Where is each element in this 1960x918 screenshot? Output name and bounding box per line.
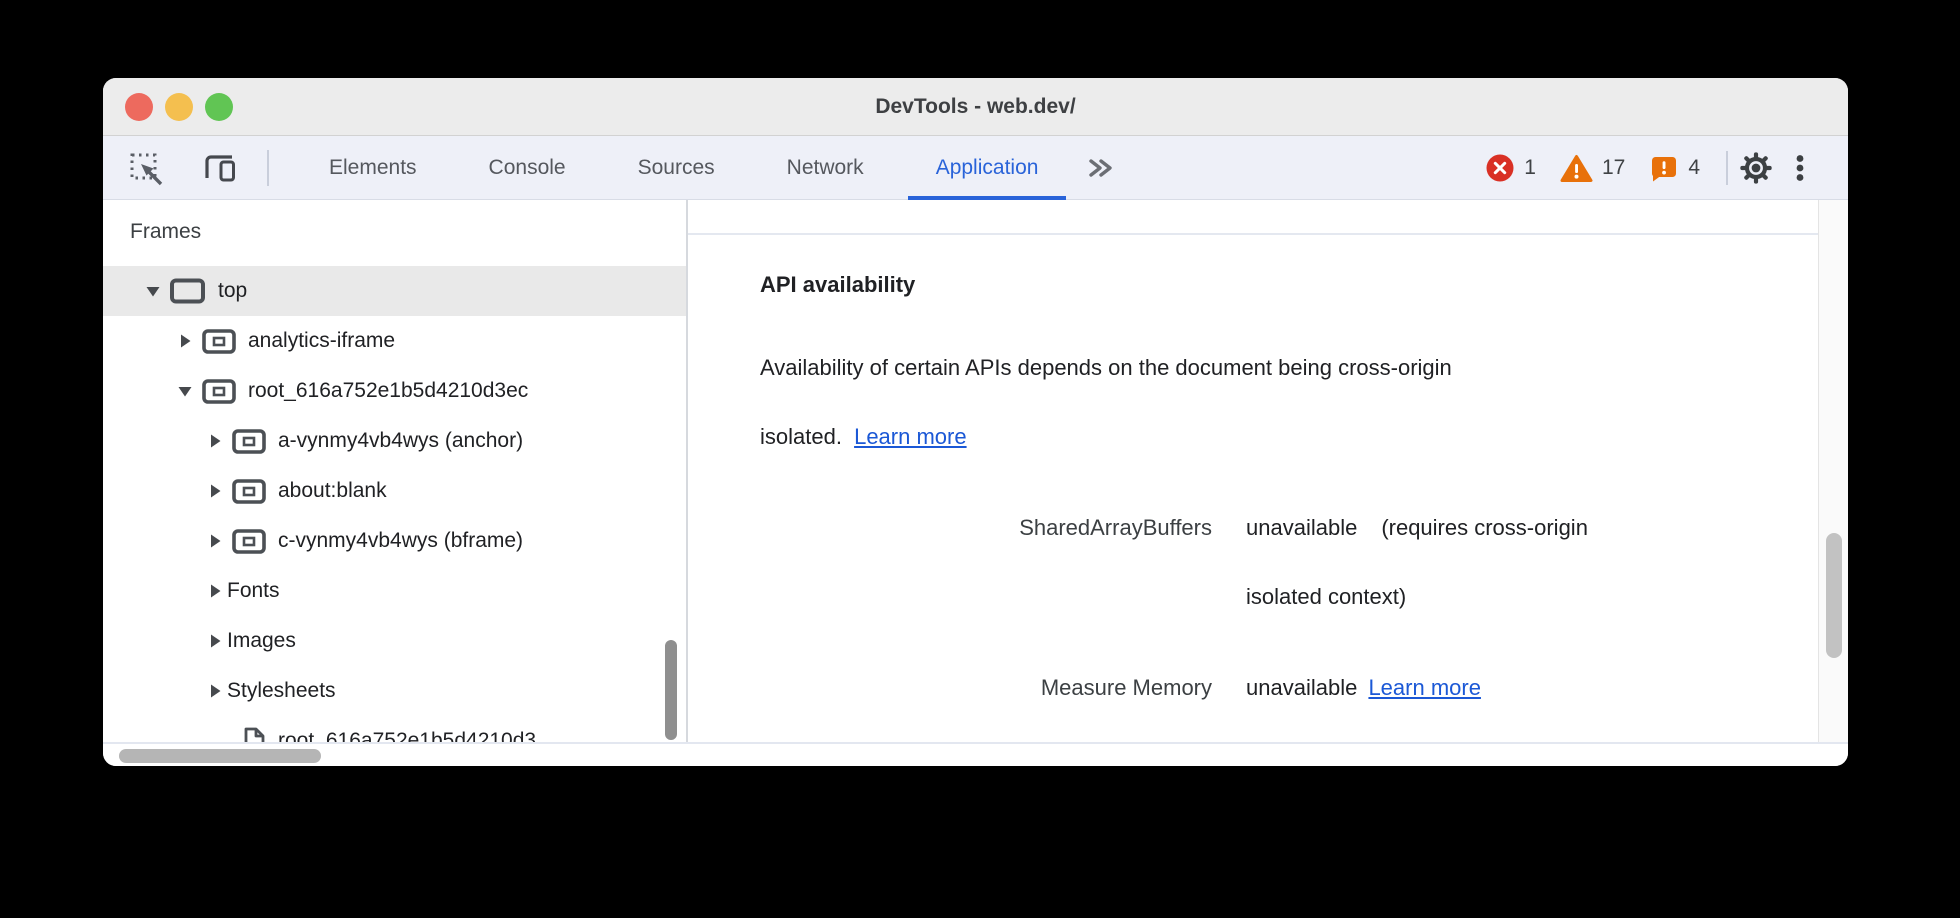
- triangle-right-icon[interactable]: [205, 681, 225, 701]
- api-row-status-wrap: isolated context): [1246, 584, 1407, 609]
- triangle-right-icon[interactable]: [205, 481, 225, 501]
- tree-item-images[interactable]: Images: [103, 616, 686, 666]
- toolbar-divider: [267, 150, 269, 186]
- warning-count[interactable]: 17: [1601, 156, 1626, 179]
- iframe-icon: [232, 478, 266, 504]
- status-badges: 1 17 4: [1485, 136, 1822, 200]
- learn-more-link[interactable]: Learn more: [854, 424, 967, 449]
- error-count[interactable]: 1: [1524, 156, 1536, 179]
- traffic-lights: [125, 93, 233, 121]
- tree-item-analytics-iframe[interactable]: analytics-iframe: [103, 316, 686, 366]
- settings-button[interactable]: [1734, 146, 1778, 190]
- frames-section-header[interactable]: Frames: [130, 220, 202, 243]
- triangle-right-icon[interactable]: [175, 331, 195, 351]
- description-line-2: isolated. Learn more: [760, 424, 967, 449]
- bottom-bar: [103, 742, 1848, 766]
- triangle-right-icon[interactable]: [205, 431, 225, 451]
- error-badge-icon[interactable]: [1485, 153, 1515, 183]
- tree-item-about-blank[interactable]: about:blank: [103, 466, 686, 516]
- warning-badge-icon[interactable]: [1560, 154, 1593, 183]
- tab-console[interactable]: Console: [488, 156, 566, 179]
- iframe-icon: [232, 428, 266, 454]
- main-scrollbar-track[interactable]: [1818, 200, 1848, 742]
- tree-item-stylesheets[interactable]: Stylesheets: [103, 666, 686, 716]
- frames-sidebar: Frames top analytics-iframe root_616a752…: [103, 200, 686, 742]
- iframe-icon: [202, 378, 236, 404]
- device-toolbar-button[interactable]: [199, 148, 239, 188]
- device-toolbar-icon: [205, 155, 235, 182]
- minimize-button[interactable]: [165, 93, 193, 121]
- api-row-name: Measure Memory: [1040, 675, 1212, 700]
- gear-icon: [1740, 152, 1772, 184]
- tab-elements[interactable]: Elements: [329, 156, 417, 179]
- main-scrollbar-thumb[interactable]: [1826, 533, 1842, 658]
- triangle-right-icon[interactable]: [205, 531, 225, 551]
- chevron-double-right-icon: [1089, 159, 1113, 177]
- title-bar[interactable]: DevTools - web.dev/: [103, 78, 1848, 136]
- api-row-status: unavailable(requires cross-origin: [1246, 515, 1588, 540]
- issues-count[interactable]: 4: [1688, 156, 1700, 179]
- api-availability-panel: API availability Availability of certain…: [688, 200, 1818, 742]
- tab-sources[interactable]: Sources: [637, 156, 715, 179]
- close-button[interactable]: [125, 93, 153, 121]
- tree-item-top[interactable]: top: [103, 266, 686, 316]
- panel-tabs: Elements Console Sources Network Applica…: [293, 136, 1126, 200]
- tree-item-bframe[interactable]: c-vynmy4vb4wys (bframe): [103, 516, 686, 566]
- more-options-button[interactable]: [1778, 146, 1822, 190]
- description-line-1: Availability of certain APIs depends on …: [760, 355, 1452, 380]
- more-tabs-button[interactable]: [1074, 136, 1126, 200]
- document-icon: [244, 727, 265, 742]
- three-dot-menu-icon: [1796, 155, 1804, 181]
- triangle-right-icon[interactable]: [205, 631, 225, 651]
- tree-item-root-document[interactable]: root_616a752e1b5d4210d3: [103, 716, 686, 742]
- tree-item-fonts[interactable]: Fonts: [103, 566, 686, 616]
- triangle-down-icon[interactable]: [143, 281, 163, 301]
- inspect-cursor-icon: [130, 153, 163, 186]
- section-divider: [688, 233, 1818, 235]
- devtools-window: DevTools - web.dev/ Elements Console Sou…: [103, 78, 1848, 766]
- tree-item-anchor-frame[interactable]: a-vynmy4vb4wys (anchor): [103, 416, 686, 466]
- devtools-toolbar: Elements Console Sources Network Applica…: [103, 136, 1848, 200]
- learn-more-link[interactable]: Learn more: [1368, 675, 1481, 700]
- horizontal-scrollbar-thumb[interactable]: [119, 749, 321, 763]
- window-title: DevTools - web.dev/: [875, 95, 1076, 118]
- zoom-button[interactable]: [205, 93, 233, 121]
- sidebar-scrollbar-thumb[interactable]: [665, 640, 677, 740]
- panel-divider[interactable]: [686, 200, 688, 742]
- iframe-icon: [232, 528, 266, 554]
- triangle-right-icon[interactable]: [205, 581, 225, 601]
- window-icon: [170, 278, 205, 304]
- tab-network[interactable]: Network: [786, 156, 864, 179]
- api-row-status: unavailable Learn more: [1246, 675, 1481, 700]
- tree-item-root-frame[interactable]: root_616a752e1b5d4210d3ec: [103, 366, 686, 416]
- api-row-name: SharedArrayBuffers: [1019, 515, 1212, 540]
- iframe-icon: [202, 328, 236, 354]
- toolbar-divider: [1726, 151, 1728, 185]
- inspect-element-button[interactable]: [127, 148, 167, 188]
- triangle-down-icon[interactable]: [175, 381, 195, 401]
- section-heading: API availability: [760, 272, 916, 297]
- tab-application[interactable]: Application: [900, 136, 1075, 200]
- issues-badge-icon[interactable]: [1649, 154, 1679, 183]
